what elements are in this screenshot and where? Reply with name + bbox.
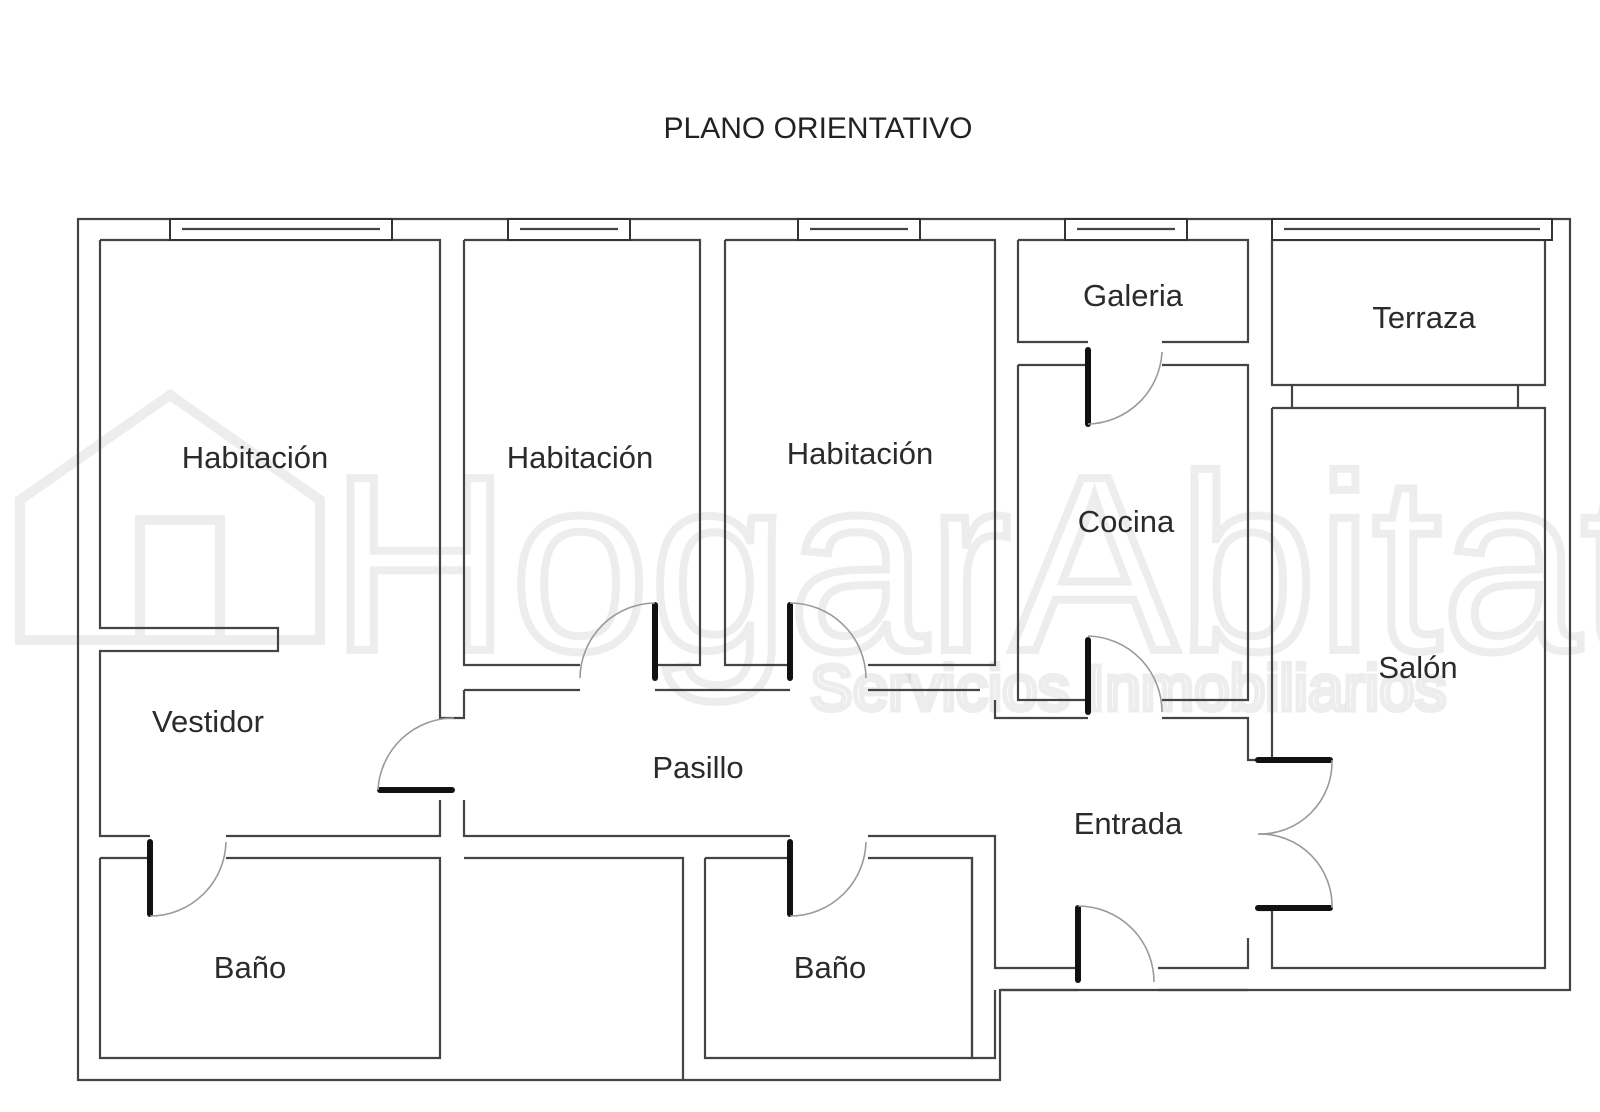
- room-label-habitacion-1: Habitación: [182, 440, 328, 475]
- door-swing: [789, 841, 867, 917]
- door-swing: [579, 602, 656, 679]
- room-label-cocina: Cocina: [1078, 504, 1175, 539]
- door-swing: [149, 841, 227, 917]
- room-label-galeria: Galeria: [1083, 278, 1184, 313]
- door-swing: [1077, 905, 1155, 983]
- room-label-pasillo: Pasillo: [652, 750, 743, 785]
- door-swing: [789, 602, 867, 679]
- watermark: HogarAbitat Servicios Inmobiliarios: [15, 388, 1600, 727]
- room-label-habitacion-2: Habitación: [507, 440, 653, 475]
- room-label-terraza: Terraza: [1372, 300, 1476, 335]
- windows: [169, 218, 1553, 241]
- watermark-brand: HogarAbitat: [330, 424, 1600, 703]
- door-swing: [377, 717, 455, 791]
- plan-title: PLANO ORIENTATIVO: [664, 112, 973, 145]
- door-swing: [1257, 759, 1333, 835]
- room-labels: Habitación Habitación Habitación Galeria…: [152, 278, 1476, 985]
- door-swing: [1257, 833, 1333, 909]
- doors: [147, 347, 1333, 983]
- house-outline-icon: [15, 388, 325, 645]
- room-label-salon: Salón: [1378, 650, 1457, 685]
- room-label-bano-2: Baño: [794, 950, 866, 985]
- room-label-habitacion-3: Habitación: [787, 436, 933, 471]
- watermark-tagline: Servicios Inmobiliarios: [810, 652, 1447, 724]
- room-label-entrada: Entrada: [1074, 806, 1183, 841]
- door-swing: [1087, 351, 1163, 425]
- room-label-vestidor: Vestidor: [152, 704, 264, 739]
- door-swing: [1087, 635, 1163, 713]
- room-label-bano-1: Baño: [214, 950, 286, 985]
